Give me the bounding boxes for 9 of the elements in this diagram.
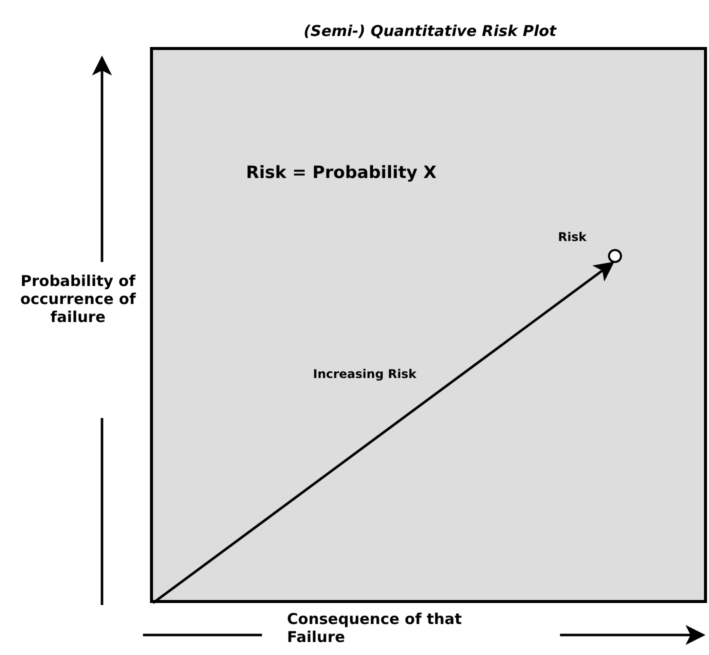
axis-label: Consequence of that Failure xyxy=(287,610,463,646)
arrow xyxy=(152,262,614,604)
edge-label: Increasing Risk xyxy=(313,367,416,381)
point-label: Risk xyxy=(558,230,586,244)
formula-text: Risk = Probability X xyxy=(246,163,436,183)
chart-title: (Semi-) Quantitative Risk Plot xyxy=(302,22,558,40)
point-circle xyxy=(608,249,622,263)
plot-area xyxy=(150,47,707,603)
axis-label: Probability of occurrence of failure xyxy=(20,272,136,326)
